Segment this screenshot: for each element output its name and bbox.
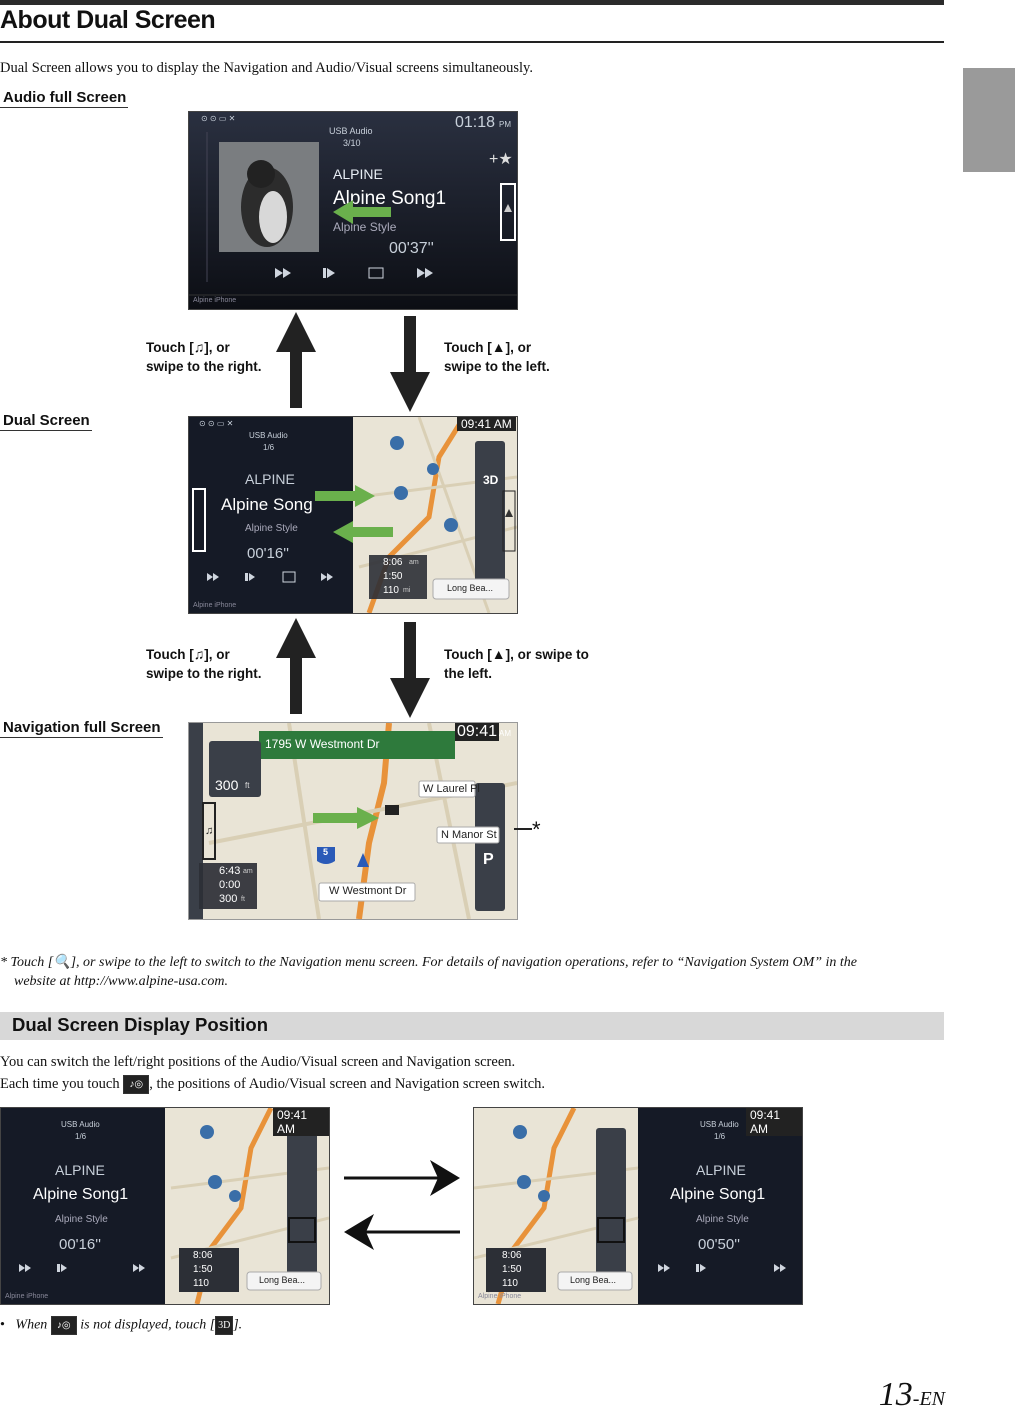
menu-3d-icon: 3D [215, 1316, 234, 1335]
audio-full-screenshot: +★ ⊙ ⊙ ▭ ✕ USB Audio 3/10 01:18 PM ALPIN… [188, 111, 518, 310]
dual-album: Alpine Style [245, 523, 298, 534]
dual-distance: 110 [383, 585, 399, 596]
dual-song: Alpine Song [221, 495, 313, 514]
dual-clock: 09:41 AM [457, 417, 516, 431]
dual-artist: ALPINE [245, 471, 295, 487]
street-label-2: N Manor St [441, 829, 497, 841]
dual-duration: 1:50 [383, 571, 403, 582]
dual-screenshot: ⊙ ⊙ ▭ ✕ USB Audio 1/6 09:41 AM ALPINE Al… [188, 416, 518, 614]
dual-source: USB Audio [249, 431, 288, 440]
callout-asterisk: * [532, 817, 541, 842]
btn-3d[interactable]: 3D [483, 473, 499, 487]
track-count: 3/10 [343, 138, 361, 148]
album: Alpine Style [333, 220, 397, 234]
chapter-tab [963, 68, 1015, 172]
nav-distance: 300 [219, 893, 238, 905]
dual-elapsed: 00'16'' [247, 545, 289, 562]
green-arrow-left-2 [333, 521, 393, 543]
footnote: * Touch [🔍], or swipe to the left to swi… [0, 955, 858, 989]
page-number: 13-EN [878, 1376, 945, 1413]
top-rule [0, 0, 944, 5]
green-arrow-right [315, 485, 375, 507]
elapsed: 00'37'' [389, 240, 434, 257]
dual-track-count: 1/6 [263, 443, 275, 452]
swap-right-screenshot: USB Audio 1/6 09:41 AM ALPINE Alpine Son… [473, 1107, 803, 1305]
swap-icon: ♪◎ [50, 1316, 77, 1335]
label-audio-full: Audio full Screen [0, 89, 129, 108]
bullet-note: • When ♪◎ is not displayed, touch [3D]. [0, 1316, 242, 1335]
dual-eta: 8:06 [383, 557, 403, 568]
nav-next-street: 1795 W Westmont Dr [265, 737, 380, 751]
page-title: About Dual Screen [0, 6, 216, 34]
intro-text: Dual Screen allows you to display the Na… [0, 60, 533, 76]
green-arrow-right-nav [313, 807, 379, 829]
down-arrow-1 [390, 316, 430, 412]
music-note-icon: ♫ [193, 339, 205, 355]
svg-text:+★: +★ [489, 151, 513, 168]
nav-full-screenshot: 1795 W Westmont Dr 09:41 AM 300 ft W Lau… [188, 722, 518, 920]
label-dual-screen: Dual Screen [0, 412, 92, 431]
artist: ALPINE [333, 166, 383, 182]
label-nav-full: Navigation full Screen [0, 719, 163, 738]
dual-dest: Long Bea... [447, 583, 494, 593]
swap-icon: ♪◎ [123, 1075, 150, 1094]
green-arrow-left [333, 200, 391, 224]
section2-bar [0, 1012, 944, 1040]
transport-controls [275, 267, 433, 279]
device-name: Alpine iPhone [193, 297, 237, 304]
caption-music-2: Touch [♫], or swipe to the right. [146, 646, 262, 681]
caption-music-1: Touch [♫], or swipe to the right. [146, 339, 262, 374]
street-label-1: W Laurel Pl [423, 783, 480, 795]
music-note-icon: ♫ [193, 646, 205, 662]
clock-ampm: PM [499, 120, 511, 129]
nav-duration: 0:00 [219, 879, 241, 891]
music-note-icon[interactable]: ♫ [205, 825, 214, 837]
title-rule [0, 41, 944, 43]
up-arrow-2 [276, 618, 316, 714]
section2-para2: Each time you touch ♪◎, the positions of… [0, 1075, 545, 1094]
turn-distance: 300 [215, 777, 239, 793]
up-arrow-1 [276, 312, 316, 408]
highway-shield: 5 [323, 847, 329, 857]
callout-line [514, 828, 532, 830]
nav-clock: 09:41 [455, 723, 500, 741]
swap-left-screenshot: USB Audio 1/6 09:41 AM ALPINE Alpine Son… [0, 1107, 330, 1305]
section2-para1: You can switch the left/right positions … [0, 1054, 516, 1070]
search-icon: 🔍 [53, 955, 71, 970]
parking-poi[interactable]: P [483, 851, 494, 868]
up-arrow-icon: ▲ [491, 339, 506, 355]
nav-eta: 6:43 [219, 865, 241, 877]
dual-device: Alpine iPhone [193, 602, 237, 609]
caption-up-1: Touch [▲], or swipe to the left. [444, 339, 550, 374]
down-arrow-2 [390, 622, 430, 718]
section2-title: Dual Screen Display Position [12, 1014, 268, 1035]
song-title: Alpine Song1 [333, 188, 447, 209]
swap-arrows [344, 1160, 460, 1250]
up-arrow-icon: ▲ [491, 646, 506, 662]
caption-up-2: Touch [▲], or swipe to the left. [444, 646, 589, 681]
audio-source: USB Audio [329, 126, 373, 136]
clock: 01:18 [455, 114, 496, 131]
street-label-3: W Westmont Dr [329, 885, 407, 897]
